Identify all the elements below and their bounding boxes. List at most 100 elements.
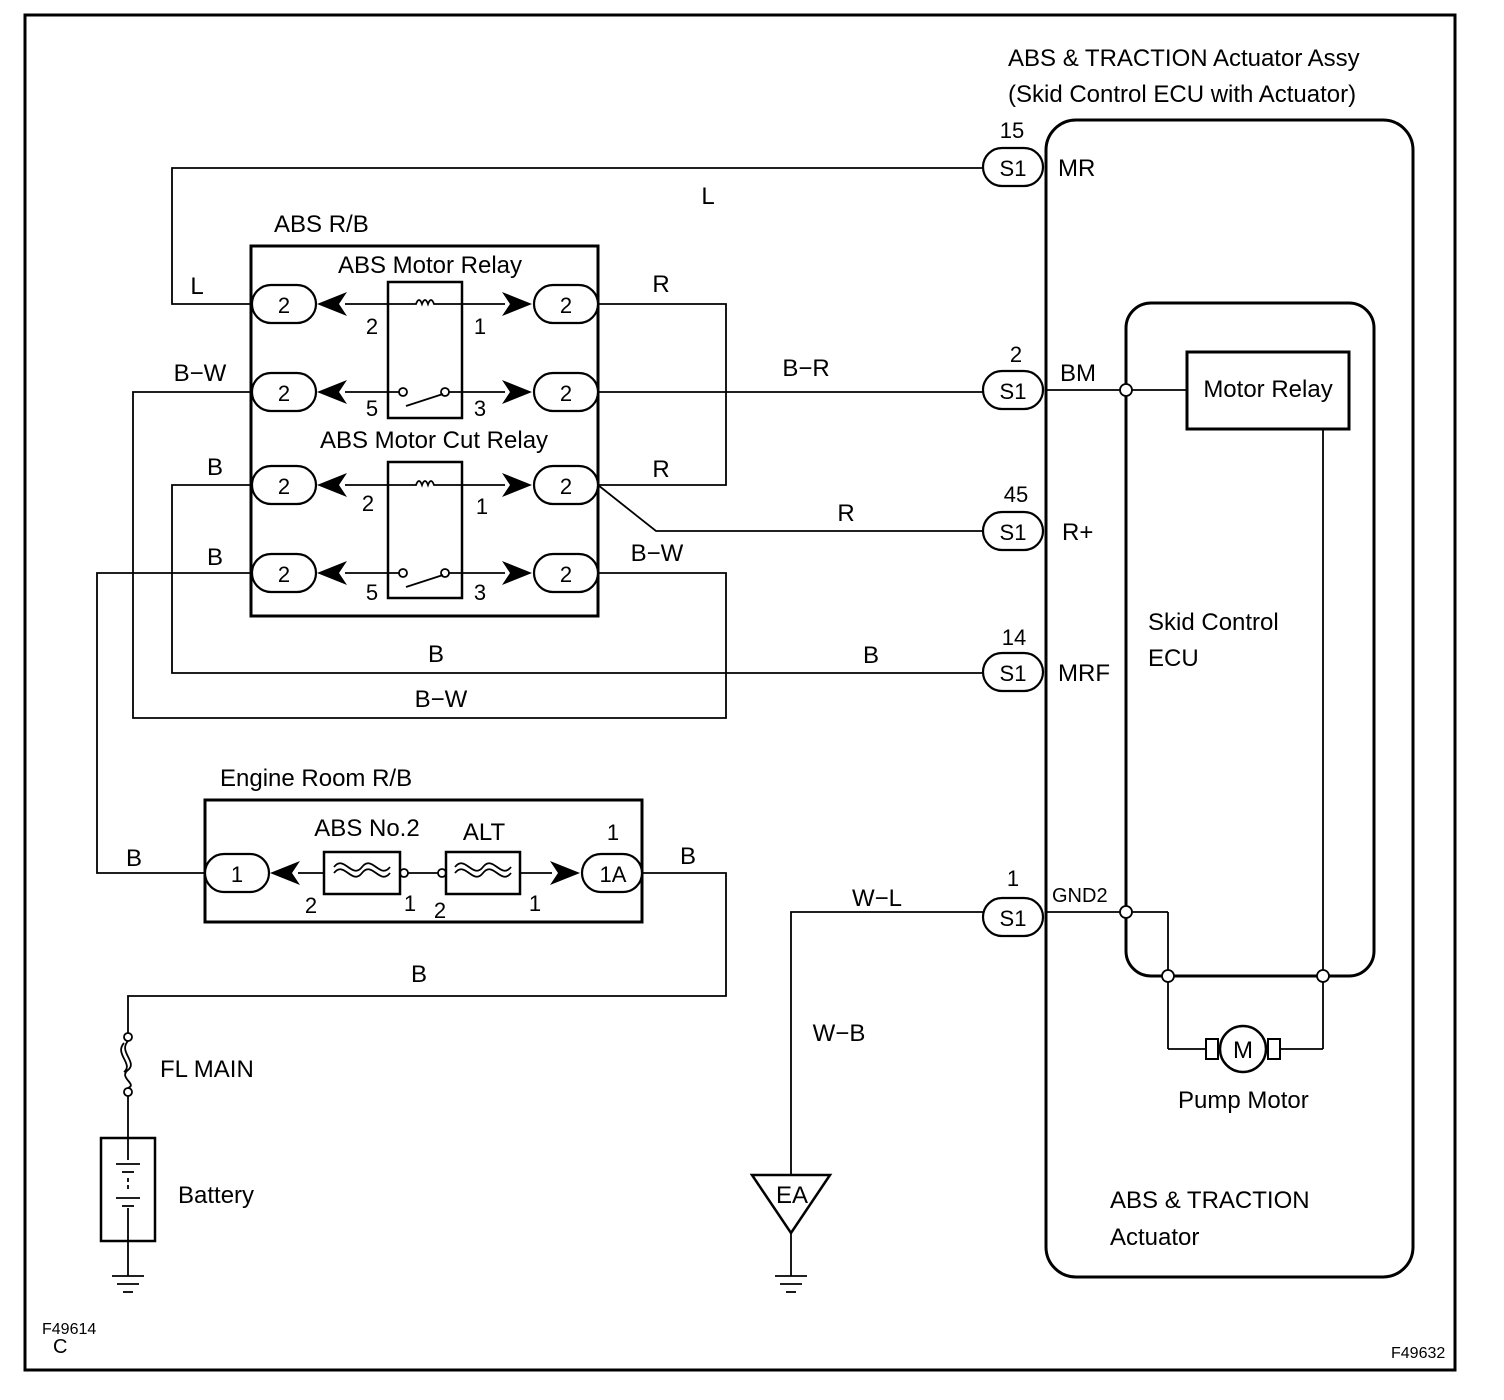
ground-ea-icon: [749, 1173, 833, 1293]
abs-motor-cut-relay-label: ABS Motor Cut Relay: [320, 427, 548, 454]
connector-arrows: [270, 292, 580, 885]
skid-control-ecu-label: Skid Control: [1148, 609, 1279, 636]
skid-control-ecu-label-2: ECU: [1148, 645, 1199, 672]
engine-rb-box: [203, 798, 644, 924]
fl-main-fuse-icon: [120, 1032, 133, 1138]
actuator-assy-title: ABS & TRACTION Actuator Assy: [1008, 45, 1360, 72]
abs-rb-connector-5: 2: [532, 283, 600, 325]
svg-text:2: 2: [560, 293, 572, 318]
wire-label-bw-left: B−W: [174, 360, 227, 387]
figure-code-left: F49614: [42, 1321, 96, 1338]
fuse-alt-label: ALT: [463, 819, 506, 846]
skid-control-ecu-box: [1124, 301, 1376, 978]
actuator-label-2: Actuator: [1110, 1224, 1199, 1251]
pin-name: BM: [1060, 360, 1096, 387]
engine-connector-left: 1: [203, 852, 271, 894]
pin-name: MRF: [1058, 660, 1110, 687]
ecu-pin-r-plus: 45 S1 R+: [981, 482, 1093, 552]
wire-label-bw-bottom: B−W: [415, 686, 468, 713]
pin-number: 2: [1010, 342, 1022, 367]
figure-code-left-sub: C: [53, 1336, 67, 1358]
connector-label: S1: [1000, 661, 1027, 686]
pin-number: 14: [1002, 625, 1026, 650]
abs-rb-connector-7: 2: [532, 464, 600, 506]
connector-label: S1: [1000, 906, 1027, 931]
actuator-assy-box: [1044, 118, 1415, 1279]
cut-relay-pin-1: 1: [476, 494, 488, 519]
motor-symbol: M: [1233, 1037, 1253, 1064]
pin-number: 1: [1007, 866, 1019, 891]
wire-label-b-battery: B: [411, 961, 427, 988]
relay-pin-1: 1: [474, 314, 486, 339]
svg-text:2: 2: [560, 381, 572, 406]
wire-label-b-engine-right: B: [680, 843, 696, 870]
connector-label: S1: [1000, 156, 1027, 181]
pin-name: GND2: [1052, 885, 1108, 907]
motor-relay-label: Motor Relay: [1203, 376, 1332, 403]
ecu-internal-wiring: [1046, 383, 1330, 1050]
wire-label-r-rplus: R: [837, 500, 854, 527]
engine-pin-1b: 1: [529, 891, 541, 916]
wire-label-bw-right: B−W: [631, 540, 684, 567]
actuator-assy-subtitle: (Skid Control ECU with Actuator): [1008, 81, 1356, 108]
engine-pin-2a: 2: [305, 893, 317, 918]
abs-rb-connector-3: 2: [250, 464, 318, 506]
pump-motor-label: Pump Motor: [1178, 1087, 1309, 1114]
pump-motor: M: [1205, 1024, 1281, 1074]
abs-rb-connector-8: 2: [532, 552, 600, 594]
svg-text:1A: 1A: [600, 862, 627, 887]
wire-label-r-top: R: [652, 271, 669, 298]
engine-connector-right: 1A: [580, 852, 644, 894]
abs-rb-connector-2: 2: [250, 371, 318, 413]
engine-rb-title: Engine Room R/B: [220, 765, 412, 792]
relay-pin-2: 2: [366, 314, 378, 339]
figure-code-right: F49632: [1391, 1345, 1445, 1362]
svg-text:2: 2: [560, 562, 572, 587]
connector-label: S1: [1000, 520, 1027, 545]
svg-text:2: 2: [278, 562, 290, 587]
abs-rb-box: [249, 244, 600, 618]
wire-label-b-cut: B: [207, 454, 223, 481]
wire-label-b-lower: B: [207, 544, 223, 571]
fuse-abs-no2-icon: [322, 850, 402, 896]
engine-pin-1a: 1: [404, 891, 416, 916]
wire-label-l-left: L: [190, 273, 203, 300]
svg-text:2: 2: [278, 474, 290, 499]
wire-label-br: B−R: [782, 355, 829, 382]
pin-name: R+: [1062, 519, 1093, 546]
abs-rb-title: ABS R/B: [274, 211, 369, 238]
pin-number: 45: [1004, 482, 1028, 507]
wire-label-l-top: L: [701, 183, 714, 210]
battery-icon: [99, 1136, 157, 1293]
abs-rb-connector-6: 2: [532, 371, 600, 413]
fuse-abs-no2-label: ABS No.2: [314, 815, 419, 842]
engine-connector-pin-label: 1: [607, 820, 619, 845]
diagram-frame: [23, 13, 1457, 1372]
ecu-pin-gnd2: 1 S1 GND2: [981, 866, 1108, 938]
abs-rb-connector-1: 2: [250, 283, 318, 325]
wire-label-b-mrf-right: B: [863, 642, 879, 669]
svg-text:1: 1: [231, 862, 243, 887]
external-wiring: [96, 167, 983, 1175]
engine-pin-2b: 2: [434, 898, 446, 923]
abs-motor-relay-label: ABS Motor Relay: [338, 252, 522, 279]
cut-relay-pin-2: 2: [362, 491, 374, 516]
pin-name: MR: [1058, 155, 1095, 182]
wire-label-wb: W−B: [813, 1020, 866, 1047]
wire-label-b-mrf-left: B: [428, 641, 444, 668]
connector-label: S1: [1000, 379, 1027, 404]
svg-text:2: 2: [278, 381, 290, 406]
ecu-pin-mr: 15 S1 MR: [981, 118, 1095, 188]
wire-label-b-engine-left: B: [126, 845, 142, 872]
relay-pin-3: 3: [474, 396, 486, 421]
svg-text:2: 2: [278, 293, 290, 318]
actuator-label: ABS & TRACTION: [1110, 1187, 1310, 1214]
ground-ea-label: EA: [776, 1182, 808, 1209]
abs-motor-relay: [345, 280, 505, 420]
cut-relay-pin-5: 5: [366, 580, 378, 605]
ecu-pin-mrf: 14 S1 MRF: [981, 625, 1110, 693]
abs-motor-cut-relay: [345, 460, 505, 600]
fuse-alt-icon: [444, 850, 522, 896]
svg-text:2: 2: [560, 474, 572, 499]
